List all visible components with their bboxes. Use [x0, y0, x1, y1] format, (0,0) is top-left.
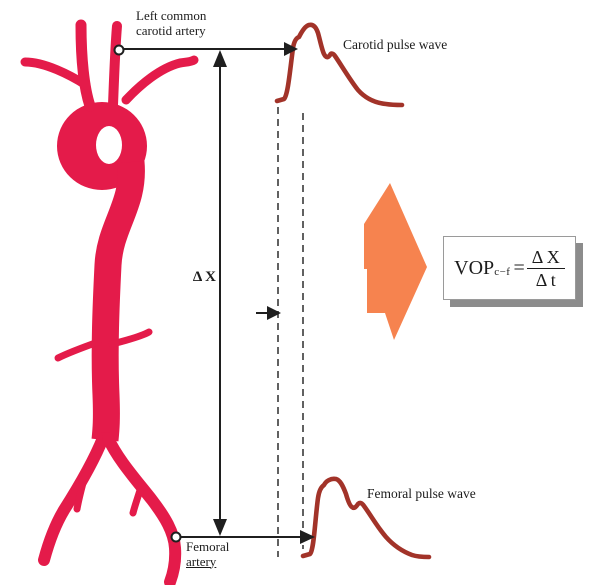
femoral-artery-label-line1: Femoral: [186, 539, 230, 554]
formula-equals-sign: =: [513, 256, 525, 279]
delta-x-arrowhead-up: [213, 50, 227, 67]
right-iliac-twig: [129, 483, 145, 517]
carotid-pointer-arrowhead: [284, 42, 298, 56]
left-common-carotid-vessel: [108, 21, 122, 110]
formula-numerator: Δ X: [526, 247, 565, 269]
femoral-pointer-arrowhead: [300, 530, 315, 544]
left-subclavian-vessel: [121, 55, 199, 105]
femoral-site-marker: [170, 531, 182, 543]
left-common-carotid-label-line2: carotid artery: [136, 22, 206, 38]
femoral-pulse-wave-label: Femoral pulse wave: [367, 486, 476, 501]
femoral-artery-label-line2: artery: [186, 553, 217, 569]
left-iliac-femoral-vessel: [38, 432, 109, 566]
right-subclavian-vessel: [20, 57, 91, 90]
delta-x-label: Δ X: [192, 269, 216, 285]
result-block-arrow: [364, 183, 427, 340]
brachiocephalic-vessel: [75, 19, 96, 112]
carotid-site-marker: [113, 44, 125, 56]
formula-subscript: c−f: [494, 266, 511, 278]
transit-time-pointer-arrowhead: [267, 306, 281, 320]
femoral-artery-label: Femoral artery: [186, 539, 230, 569]
formula-lhs: VOP: [454, 256, 495, 279]
carotid-pulse-wave-label: Carotid pulse wave: [343, 37, 448, 52]
left-iliac-twig: [73, 464, 91, 513]
right-renal-branch: [108, 328, 153, 348]
descending-aorta: [91, 160, 145, 442]
carotid-pulse-wave-curve: [274, 22, 405, 108]
formula-denominator: Δ t: [535, 269, 556, 290]
aorta-tree: [20, 19, 199, 585]
femoral-pulse-wave-curve: [300, 476, 432, 560]
left-renal-branch: [54, 338, 102, 362]
left-common-carotid-label: Left common carotid artery: [136, 8, 207, 38]
delta-x-arrowhead-down: [213, 519, 227, 536]
left-common-carotid-label-line1: Left common: [136, 8, 207, 23]
right-iliac-femoral-vessel: [102, 432, 182, 585]
